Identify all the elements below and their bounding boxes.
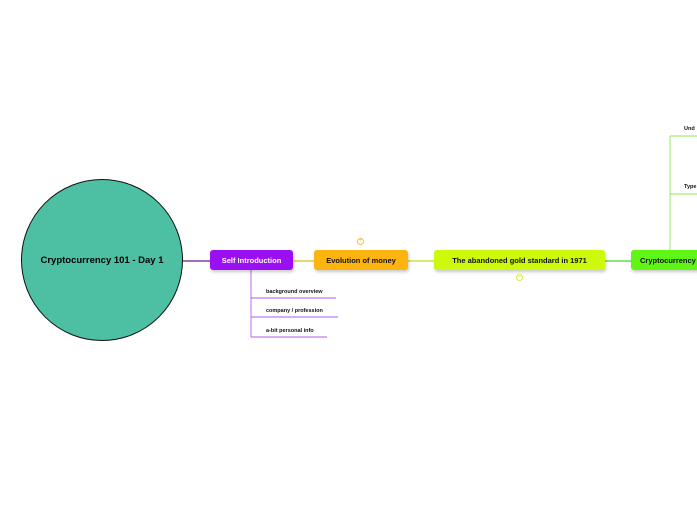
node-evolution-of-money-label: Evolution of money (326, 255, 396, 265)
leaf-und[interactable]: Und (684, 126, 695, 132)
node-cryptocurrency-label: Cryptocurrency (640, 255, 696, 265)
leaf-type[interactable]: Type (684, 184, 697, 190)
node-self-introduction[interactable]: Self Introduction (210, 250, 293, 270)
root-node[interactable]: Cryptocurrency 101 - Day 1 (21, 179, 183, 341)
node-gold-standard-label: The abandoned gold standard in 1971 (452, 255, 587, 265)
node-gold-standard[interactable]: The abandoned gold standard in 1971 (434, 250, 605, 270)
leaf-company-profession[interactable]: company / profession (266, 308, 323, 314)
node-self-introduction-label: Self Introduction (221, 255, 282, 265)
collapse-toggle-icon[interactable]: – (516, 274, 523, 281)
collapse-toggle-icon[interactable]: + (357, 238, 364, 245)
leaf-background-overview[interactable]: background overview (266, 289, 323, 295)
node-cryptocurrency[interactable]: Cryptocurrency (631, 250, 697, 270)
leaf-personal-info[interactable]: a-bit personal info (266, 328, 314, 334)
node-evolution-of-money[interactable]: Evolution of money (314, 250, 408, 270)
root-label: Cryptocurrency 101 - Day 1 (40, 254, 164, 266)
